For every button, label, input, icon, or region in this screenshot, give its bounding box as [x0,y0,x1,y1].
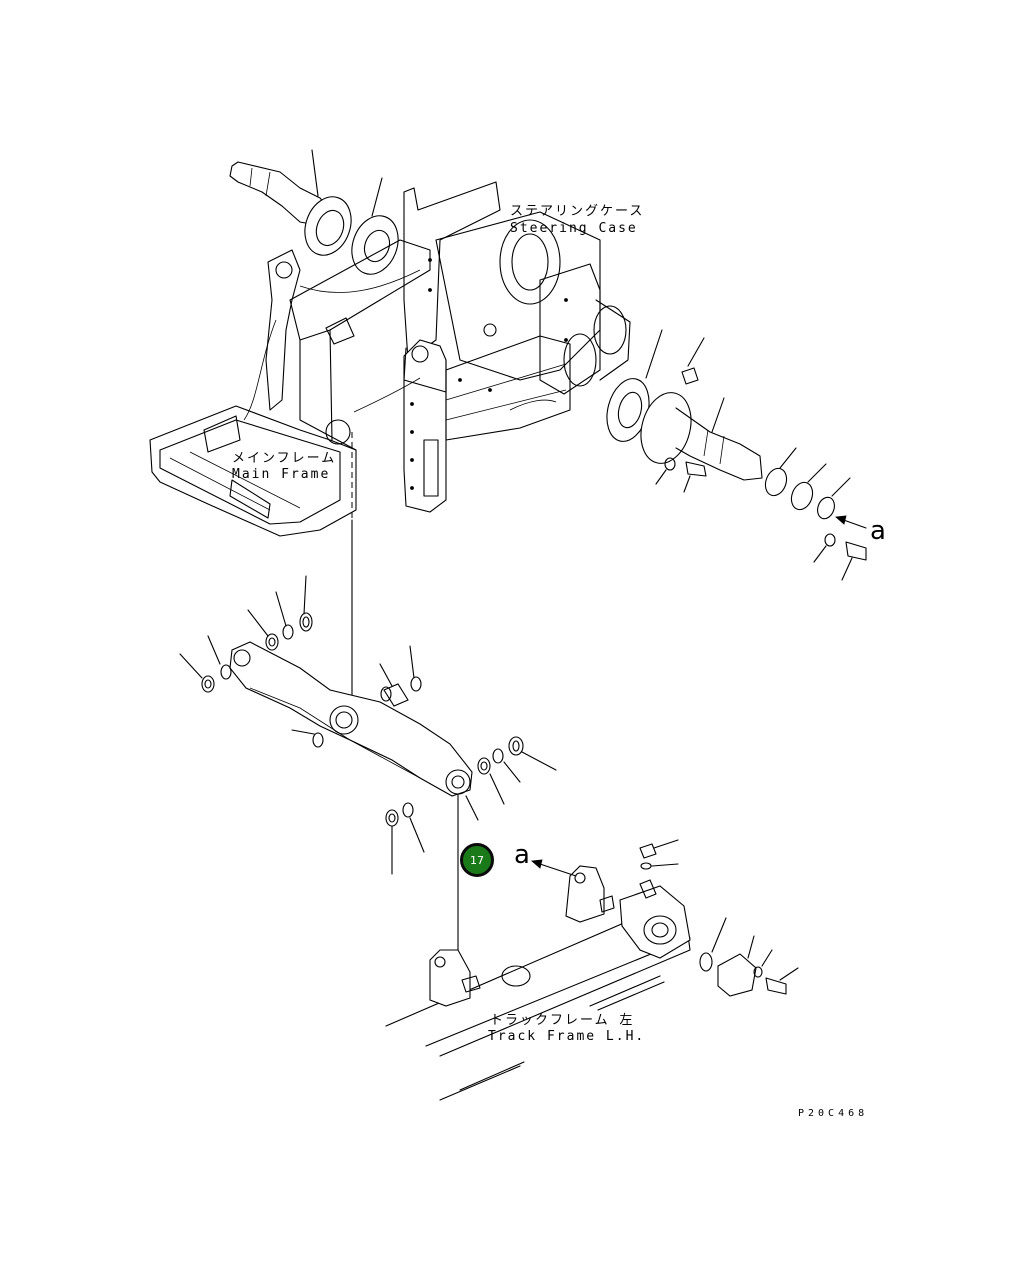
main-frame-steering-case [149,181,631,537]
right-axle-assembly [606,329,867,581]
track-frame-label-jp: トラックフレーム 左 [490,1013,635,1028]
main-frame-label-jp: メインフレーム [232,451,337,466]
steering-case-label-jp: ステアリングケース [510,204,645,219]
track-frame [385,839,799,1101]
arrow-mark-upper: a [870,516,886,546]
main-frame-label-en: Main Frame [232,467,331,482]
left-axle-shaft [229,149,352,256]
arrow-mark-lower: a [514,840,530,870]
drawing-code: P20C468 [798,1108,869,1119]
assembly-guide-lines [351,432,459,971]
equalizer-bar [229,641,473,797]
steering-case-label-en: Steering Case [510,221,638,236]
track-frame-label-en: Track Frame L.H. [488,1029,646,1044]
equalizer-bushings [179,575,557,875]
callout-17[interactable]: 17 [460,843,494,877]
